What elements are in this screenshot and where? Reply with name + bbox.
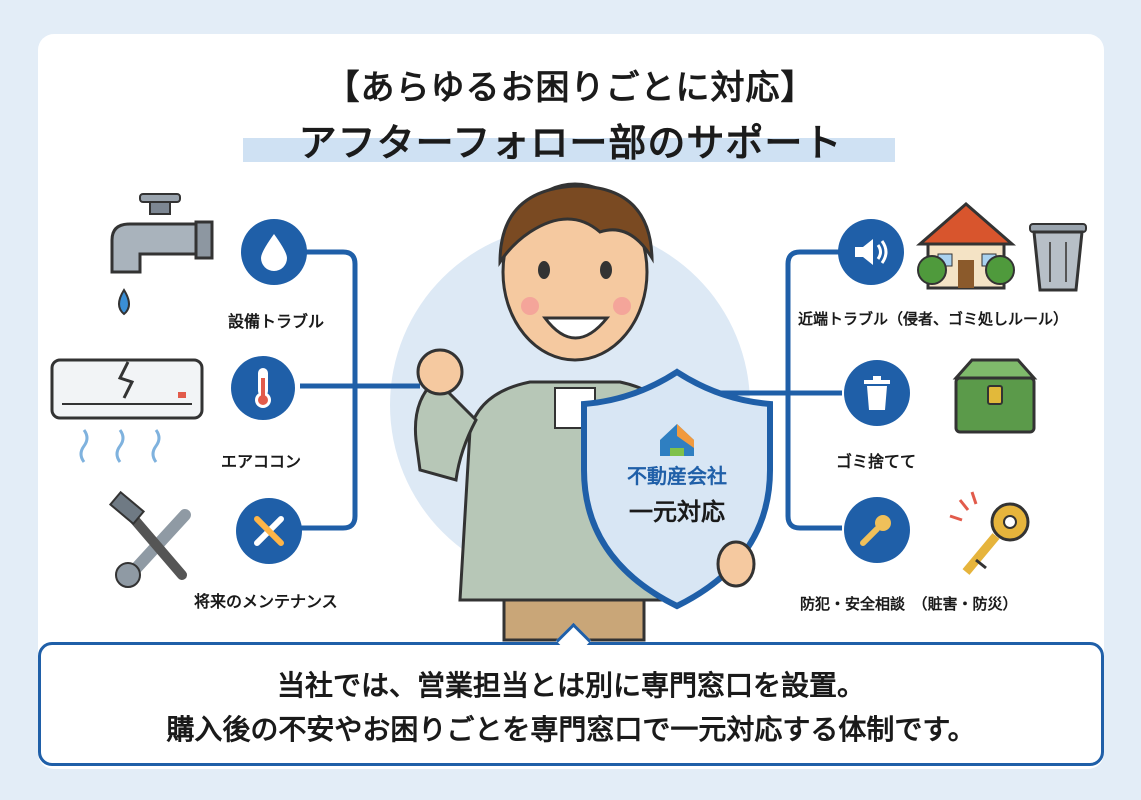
shield-company-text: 不動産会社 bbox=[627, 464, 727, 488]
right-connectors bbox=[720, 249, 842, 531]
wrench-hammer-illustration bbox=[108, 490, 191, 588]
title-highlight bbox=[243, 138, 895, 162]
page-title-line2: アフターフォロー部のサポート bbox=[298, 121, 843, 165]
key-icon-button bbox=[844, 497, 910, 563]
speaker-icon-button bbox=[838, 219, 904, 285]
page-title-line1: 【あらゆるお困りごとに対応】 bbox=[325, 68, 816, 108]
trash-can-icon-button bbox=[844, 360, 910, 426]
label-garbage: ゴミ捨てて bbox=[836, 452, 917, 471]
speaker-icon bbox=[855, 239, 888, 265]
faucet-illustration bbox=[110, 193, 214, 316]
message-line2: 購入後の不安やお困りごとを専門窓口で一元対応する体制です。 bbox=[166, 713, 976, 746]
label-equipment-trouble: 設備トラブル bbox=[228, 312, 325, 331]
message-box bbox=[38, 642, 1104, 766]
shield-onestop-text: 一元対応 bbox=[629, 498, 725, 526]
toolbox-illustration bbox=[952, 358, 1038, 434]
key-alert-illustration bbox=[949, 491, 1030, 575]
key-icon bbox=[860, 515, 891, 546]
shield-illustration bbox=[581, 368, 773, 610]
left-connectors bbox=[300, 249, 420, 531]
tools-icon bbox=[254, 516, 284, 546]
message-line1: 当社では、営業担当とは別に専門窓口を設置。 bbox=[276, 669, 865, 702]
air-conditioner-illustration bbox=[50, 358, 204, 463]
thermometer-icon-button bbox=[231, 356, 295, 420]
label-neighbor-trouble: 近端トラブル（侵者、ゴミ処しルール） bbox=[798, 310, 1069, 328]
thermometer-icon bbox=[255, 368, 271, 408]
label-security: 防犯・安全相談 （賍害・防災） bbox=[800, 595, 1018, 613]
tools-icon-button bbox=[236, 498, 302, 564]
label-future-maintenance: 将来のメンテナンス bbox=[194, 592, 338, 611]
house-trash-illustration bbox=[915, 202, 1087, 292]
trash-can-icon bbox=[864, 376, 890, 410]
water-drop-icon bbox=[261, 234, 287, 271]
label-air-conditioner: エアココン bbox=[221, 452, 302, 471]
water-drop-icon-button bbox=[241, 219, 307, 285]
